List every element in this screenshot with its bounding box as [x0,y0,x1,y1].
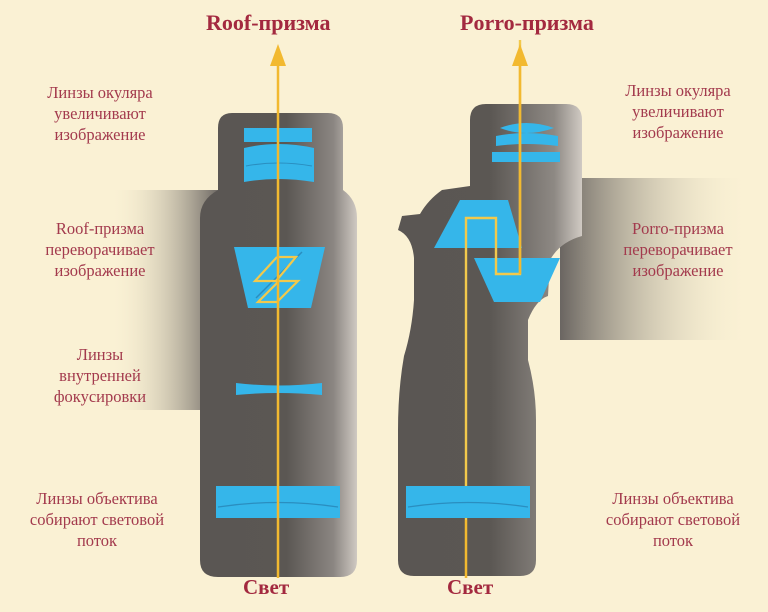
porro-hinge-bridge [560,178,750,340]
roof-objective-label: Линзы объектива собирают световой поток [29,489,165,550]
porro-prism [434,40,560,520]
porro-light-arrow-icon [512,44,528,66]
porro-tube [398,104,582,576]
roof-eyepiece-label: Линзы окуляра увеличивают изображение [47,83,153,144]
porro-prism-upper [434,200,522,248]
porro-eyepiece-label: Линзы окуляра увеличивают изображение [625,81,731,142]
porro-prism-label: Porro-призма переворачивает изображение [623,219,733,280]
porro-eyepiece-lens-bottom [492,152,560,162]
roof-title: Roof-призма [206,10,331,35]
roof-light-label: Свет [243,575,290,599]
porro-eyepiece-lenses [492,123,560,162]
roof-prism-label: Roof-призма переворачивает изображение [45,219,155,280]
porro-light-label: Свет [447,575,494,599]
porro-objective-lens [406,486,530,518]
roof-prism [234,247,325,308]
roof-focus-label: Линзы внутренней фокусировки [53,345,147,406]
porro-title: Porro-призма [460,10,594,35]
porro-objective-label: Линзы объектива собирают световой поток [605,489,741,550]
porro-eyepiece-lens-top [500,123,554,133]
porro-binocular-body [398,104,750,576]
roof-light-arrow-icon [270,44,286,66]
